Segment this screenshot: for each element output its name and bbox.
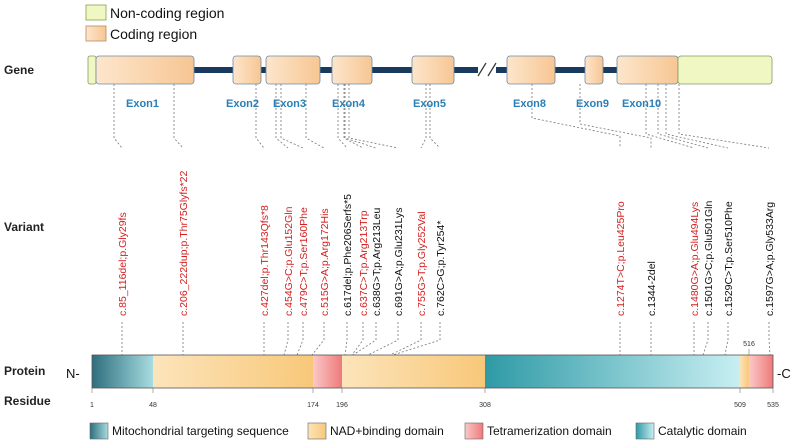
break-mark (477, 62, 487, 77)
residue-tick: 516 (743, 341, 755, 348)
domain-nad-binding-1 (153, 355, 313, 388)
protein-outline (91, 354, 774, 389)
legend-nad-label: NAD+binding domain (330, 424, 444, 438)
exon-label-5: Exon5 (413, 98, 446, 110)
legend-tetramerization-label: Tetramerization domain (487, 424, 612, 438)
exon9-box (584, 55, 604, 85)
residue-tick: 308 (479, 402, 491, 409)
exon3-box (265, 55, 321, 85)
legend-noncoding-label: Non-coding region (110, 5, 224, 21)
domain-mitochondrial (92, 355, 153, 388)
legend-tetramerization-swatch (464, 422, 484, 440)
c-terminus: -C (777, 366, 791, 381)
variant-label: c.638G>T;p.Arg213Leu (371, 208, 383, 316)
variant-label: c.85_116del;p.Gly29fs (117, 212, 129, 316)
gene-variant-connectors (113, 84, 770, 149)
variant-label: c.637C>T;p.Arg213Trp (358, 210, 370, 316)
legend-noncoding-swatch (85, 4, 107, 21)
variant-label: c.1529C>T;p.Ser510Phe (723, 201, 735, 316)
residue-tick: 174 (307, 402, 319, 409)
residue-tick: 196 (336, 402, 348, 409)
variant-label: c.1344-2del (646, 261, 658, 316)
exon1-box (95, 55, 195, 85)
legend-nad-swatch (307, 422, 327, 440)
exon-label-2: Exon2 (226, 98, 259, 110)
variant-label: c.617del;p.Phe206Serfs*5 (342, 194, 354, 316)
variant-protein-connectors (121, 322, 771, 356)
legend-mitochondrial-swatch (89, 422, 109, 440)
residue-tick: 509 (734, 402, 746, 409)
variant-label: c.206_222dup;p.Thr75Glyfs*22 (178, 170, 190, 316)
exon2-box (232, 55, 262, 85)
domain-catalytic (485, 355, 740, 388)
exon4-box (331, 55, 373, 85)
exon-label-8: Exon8 (513, 98, 546, 110)
exon1-utr (87, 55, 97, 85)
exon-label-1: Exon1 (126, 98, 159, 110)
legend-mitochondrial-label: Mitochondrial targeting sequence (112, 424, 289, 438)
variant-label: c.1274T>C;p.Leu425Pro (615, 201, 627, 316)
legend-catalytic-swatch (635, 422, 655, 440)
exon-label-10: Exon10 (622, 98, 661, 110)
row-label-variant: Variant (4, 220, 44, 234)
exon10-coding-box (616, 55, 679, 85)
residue-tick: 48 (149, 402, 157, 409)
domain-tetramerization-1 (313, 355, 342, 388)
residue-axis: 1 48 174 196 308 509 516 535 (90, 341, 779, 409)
exon-label-9: Exon9 (576, 98, 609, 110)
variant-label: c.1597G>A;p.Gly533Arg (764, 202, 776, 316)
variant-label: c.479C>T;p.Ser160Phe (298, 207, 310, 316)
variant-label: c.691G>A;p.Glu231Lys (393, 208, 405, 316)
legend-coding-swatch (85, 25, 107, 42)
exon10-utr (677, 55, 773, 85)
variant-label: c.1501G>C;p.Glu501Gln (703, 201, 715, 316)
variant-label: c.515G>A;p.Arg172His (319, 208, 331, 316)
domain-tetramerization-2 (749, 355, 773, 388)
domain-nad-binding-2 (342, 355, 485, 388)
exon-label-3: Exon3 (273, 98, 306, 110)
residue-tick: 535 (767, 402, 779, 409)
row-label-gene: Gene (4, 63, 34, 77)
domain-nad-binding-3 (740, 355, 749, 388)
row-label-residue: Residue (4, 394, 51, 408)
variant-label: c.454G>C;p.Glu152Gln (283, 206, 295, 316)
residue-tick: 1 (90, 402, 94, 409)
variant-label: c.762C>G;p.Tyr254* (435, 221, 447, 316)
n-terminus: N- (66, 366, 80, 381)
variant-label: c.427del;p.Thr143Qfs*8 (259, 205, 271, 316)
row-label-protein: Protein (4, 364, 45, 378)
variant-label: c.1480G>A;p.Glu494Lys (689, 202, 701, 316)
variant-label: c.755G>T;p.Gly252Val (416, 211, 428, 316)
exon5-box (411, 55, 455, 85)
variant-labels: c.85_116del;p.Gly29fs c.206_222dup;p.Thr… (117, 170, 776, 316)
legend-catalytic-label: Catalytic domain (658, 424, 747, 438)
legend-coding-label: Coding region (110, 26, 197, 42)
exon8-box (506, 55, 556, 85)
